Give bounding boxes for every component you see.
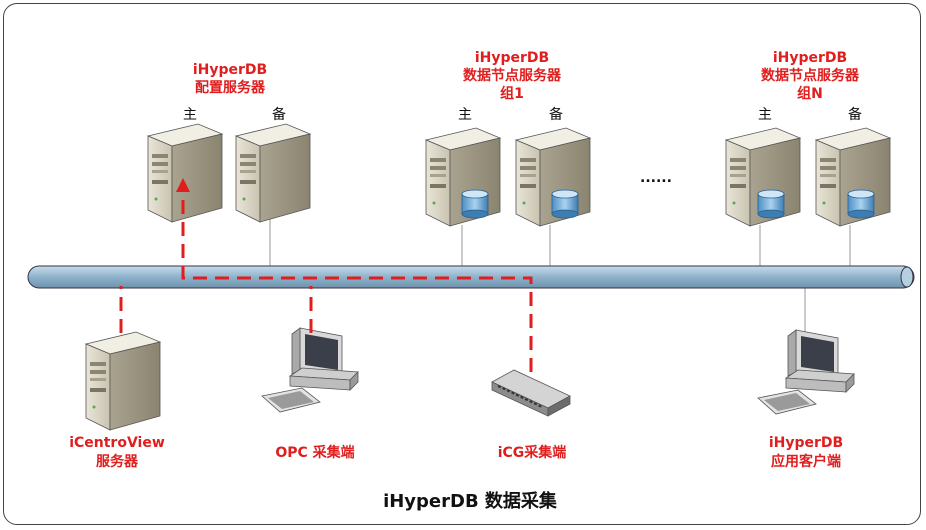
data-group1-label: iHyperDB 数据节点服务器 组1	[463, 50, 562, 102]
data-groupN-label-line2: 数据节点服务器	[761, 67, 860, 84]
data-groupN-label-line3: 组N	[797, 85, 823, 102]
data-flow-arrow	[176, 178, 190, 192]
groupN-backup-label: 备	[848, 106, 862, 123]
icentroview-label-line2: 服务器	[96, 453, 139, 470]
group1-backup-label: 备	[549, 106, 563, 123]
client-pc	[757, 329, 855, 415]
data-server-group1-backup	[515, 127, 591, 227]
config-backup-label: 备	[272, 106, 286, 123]
config-primary-label: 主	[183, 107, 197, 123]
icentroview-label-line1: iCentroView	[69, 435, 165, 451]
data-group1-label-line1: iHyperDB	[475, 50, 549, 66]
config-server-backup	[235, 123, 311, 223]
opc-label: OPC 采集端	[275, 444, 354, 461]
data-groupN-label-line1: iHyperDB	[773, 50, 847, 66]
data-server-groupN-primary	[725, 127, 801, 227]
ellipsis-text: ......	[640, 170, 672, 186]
config-server-label: iHyperDB 配置服务器	[193, 62, 267, 96]
groupN-primary-label: 主	[758, 107, 772, 123]
data-server-group1-primary	[425, 127, 501, 227]
client-label-line2: 应用客户端	[771, 453, 841, 470]
data-groupN-label: iHyperDB 数据节点服务器 组N	[761, 50, 860, 102]
data-flow-path	[119, 196, 533, 372]
data-server-groupN-backup	[815, 127, 891, 227]
opc-collector-pc	[261, 327, 359, 413]
config-server-label-line1: iHyperDB	[193, 62, 267, 78]
icentroview-server	[85, 331, 161, 431]
icg-switch	[491, 369, 571, 417]
data-group1-label-line2: 数据节点服务器	[463, 67, 562, 84]
data-group1-label-line3: 组1	[500, 85, 524, 102]
config-server-label-line2: 配置服务器	[195, 79, 266, 96]
client-label-line1: iHyperDB	[769, 435, 843, 451]
group1-primary-label: 主	[458, 107, 472, 123]
icg-label: iCG采集端	[498, 444, 567, 461]
diagram-title: iHyperDB 数据采集	[383, 490, 558, 512]
config-server-primary	[147, 123, 223, 223]
